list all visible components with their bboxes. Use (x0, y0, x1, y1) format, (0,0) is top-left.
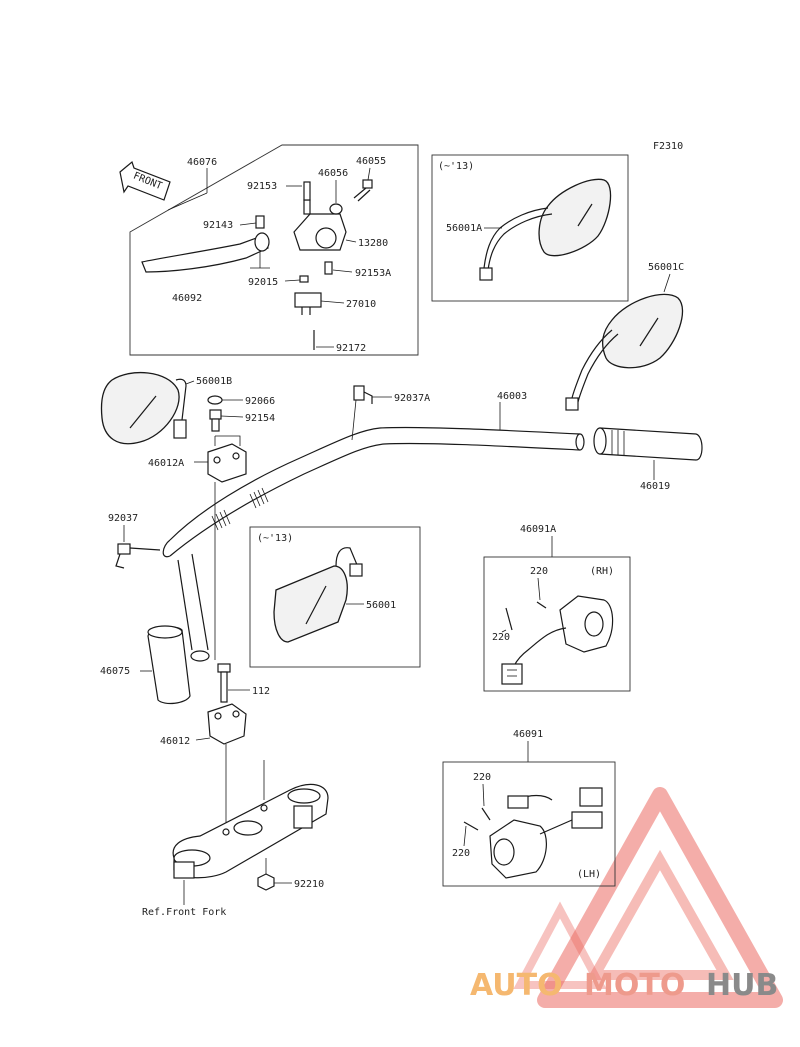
inset-switch-rh (483, 556, 631, 692)
label-13280: 13280 (358, 238, 388, 249)
label-92143: 92143 (203, 220, 233, 231)
inset-label-rh: (RH) (590, 566, 614, 577)
label-46003: 46003 (497, 391, 527, 402)
bolt-112 (217, 663, 231, 703)
inset-mirror-56001 (249, 526, 421, 668)
label-46091: 46091 (513, 729, 543, 740)
screw-92153A (324, 261, 333, 275)
label-46012A: 46012A (148, 458, 184, 469)
oring-92066 (207, 395, 223, 405)
watermark-hub: HUB (706, 968, 778, 1003)
watermark-logo (513, 787, 783, 1008)
pivot-bolt (255, 215, 265, 229)
label-46056: 46056 (318, 168, 348, 179)
label-220-b: 220 (492, 632, 510, 643)
lever-clamp (293, 199, 347, 251)
grip-46019 (593, 427, 703, 461)
watermark-auto: AUTO (470, 968, 563, 1003)
label-46019: 46019 (640, 481, 670, 492)
label-92037: 92037 (108, 513, 138, 524)
label-220-d: 220 (452, 848, 470, 859)
figure-code: F2310 (653, 141, 683, 152)
label-112: 112 (252, 686, 270, 697)
label-46075: 46075 (100, 666, 130, 677)
nut-92210 (257, 873, 275, 891)
label-92037A: 92037A (394, 393, 430, 404)
label-56001B: 56001B (196, 376, 232, 387)
label-220-a: 220 (530, 566, 548, 577)
label-56001: 56001 (366, 600, 396, 611)
inset-label-early-a: (~'13) (438, 161, 474, 172)
label-92154: 92154 (245, 413, 275, 424)
inset-mirror-56001A (431, 154, 629, 302)
watermark-moto: MOTO (584, 968, 685, 1003)
watermark-text: AUTO MOTO HUB (470, 968, 778, 1003)
label-46012: 46012 (160, 736, 190, 747)
holder-upper-46012A (207, 435, 247, 483)
ref-front-fork: Ref.Front Fork (142, 907, 226, 918)
label-27010: 27010 (346, 299, 376, 310)
switch-housing-rh (501, 595, 614, 685)
label-92066: 92066 (245, 396, 275, 407)
label-46092: 46092 (172, 293, 202, 304)
mirror-56001 (273, 547, 363, 643)
label-56001A: 56001A (446, 223, 482, 234)
label-220-c: 220 (473, 772, 491, 783)
brake-switch (294, 292, 322, 315)
inset-switch-lh (442, 761, 616, 887)
mirror-56001B (100, 371, 187, 445)
triple-clamp (172, 783, 329, 879)
washer-46056 (329, 203, 343, 215)
front-arrow-icon: FRONT (119, 160, 171, 201)
label-92210: 92210 (294, 879, 324, 890)
inset-label-lh: (LH) (577, 869, 601, 880)
label-92153: 92153 (247, 181, 277, 192)
clip-92037 (115, 543, 161, 569)
bolt-46055 (353, 179, 373, 202)
lever-assembly-box (129, 144, 419, 356)
clip-92037A (353, 385, 373, 404)
knurl-marks (211, 487, 269, 531)
label-46076: 46076 (187, 157, 217, 168)
holder-lower-46012 (207, 703, 247, 745)
mirror-56001A (479, 178, 612, 281)
nut-92015 (299, 275, 309, 283)
grip-46075 (147, 625, 191, 705)
label-56001C: 56001C (648, 262, 684, 273)
mirror-56001C (565, 293, 684, 411)
switch-housing-lh (463, 787, 603, 879)
bolt-92154 (209, 409, 222, 432)
label-92172: 92172 (336, 343, 366, 354)
label-92015: 92015 (248, 277, 278, 288)
handlebar-46003 (162, 399, 585, 662)
brake-lever (141, 232, 270, 273)
inset-label-early-b: (~'13) (257, 533, 293, 544)
label-46055: 46055 (356, 156, 386, 167)
label-92153A: 92153A (355, 268, 391, 279)
pin-92153 (303, 181, 311, 201)
label-46091A: 46091A (520, 524, 556, 535)
